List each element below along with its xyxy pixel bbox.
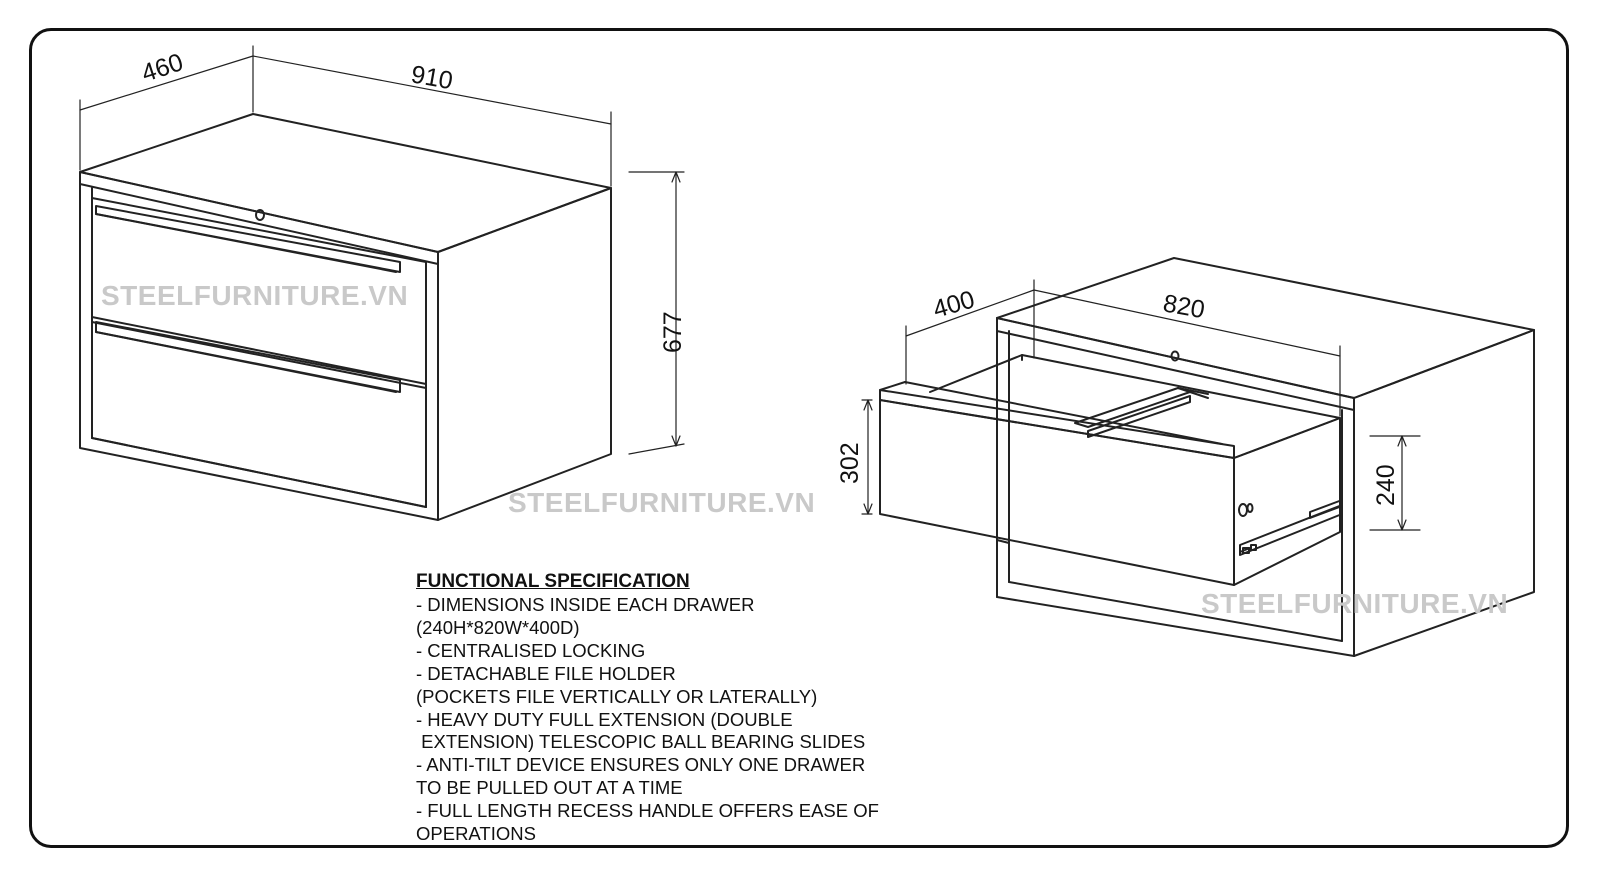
dim-drawer-front-height: 302 <box>836 442 864 484</box>
spec-line: OPERATIONS <box>416 823 536 845</box>
spec-line: - HEAVY DUTY FULL EXTENSION (DOUBLE <box>416 708 793 730</box>
drawer-lock-icon <box>1238 503 1248 517</box>
spec-line: EXTENSION) TELESCOPIC BALL BEARING SLIDE… <box>416 731 866 753</box>
drawer-front <box>879 399 1235 586</box>
cabinet-side <box>437 187 612 521</box>
lower-drawer-handle <box>95 321 401 393</box>
spec-line: - ANTI-TILT DEVICE ENSURES ONLY ONE DRAW… <box>416 754 866 776</box>
drawer-handle <box>879 389 1235 459</box>
spec-line: - CENTRALISED LOCKING <box>416 639 646 661</box>
spec-line: - DIMENSIONS INSIDE EACH DRAWER <box>416 594 755 615</box>
dim-drawer-inner-height: 240 <box>1372 464 1400 506</box>
spec-line: - FULL LENGTH RECESS HANDLE OFFERS EASE … <box>416 800 879 822</box>
upper-drawer-handle <box>95 205 401 273</box>
drawer-dimension-lines <box>861 279 1421 531</box>
upper-drawer <box>91 197 427 385</box>
open-drawer <box>879 354 1343 586</box>
dim-cabinet-width: 910 <box>409 60 455 95</box>
cabinet-dimension-lines <box>79 45 685 455</box>
watermark-2: STEELFURNITURE.VN <box>508 487 815 518</box>
lower-drawer <box>91 321 427 508</box>
closed-cabinet <box>79 113 612 521</box>
drawing-frame <box>29 28 1569 848</box>
watermarks: STEELFURNITURE.VN STEELFURNITURE.VN STEE… <box>101 280 1508 619</box>
spec-line: (POCKETS FILE VERTICALLY OR LATERALLY) <box>416 685 818 707</box>
watermark-3: STEELFURNITURE.VN <box>1201 588 1508 619</box>
drawer-side <box>1233 417 1341 586</box>
spec-line: TO BE PULLED OUT AT A TIME <box>416 777 683 799</box>
open-cabinet-top <box>996 257 1535 399</box>
spec-line: (240H*820W*400D) <box>416 616 580 638</box>
dim-cabinet-depth: 460 <box>138 48 186 88</box>
dim-cabinet-height: 677 <box>659 311 687 353</box>
spec-line: - DETACHABLE FILE HOLDER <box>416 662 676 684</box>
functional-specification: FUNCTIONAL SPECIFICATION - DIMENSIONS IN… <box>416 571 936 846</box>
cabinet-lock-icon <box>1170 350 1180 362</box>
spec-title: FUNCTIONAL SPECIFICATION <box>416 571 690 592</box>
watermark-1: STEELFURNITURE.VN <box>101 280 408 311</box>
dimension-labels: 460 910 677 400 820 302 240 <box>138 48 1400 506</box>
lock-icon <box>255 209 265 221</box>
dim-drawer-depth: 400 <box>930 285 978 323</box>
